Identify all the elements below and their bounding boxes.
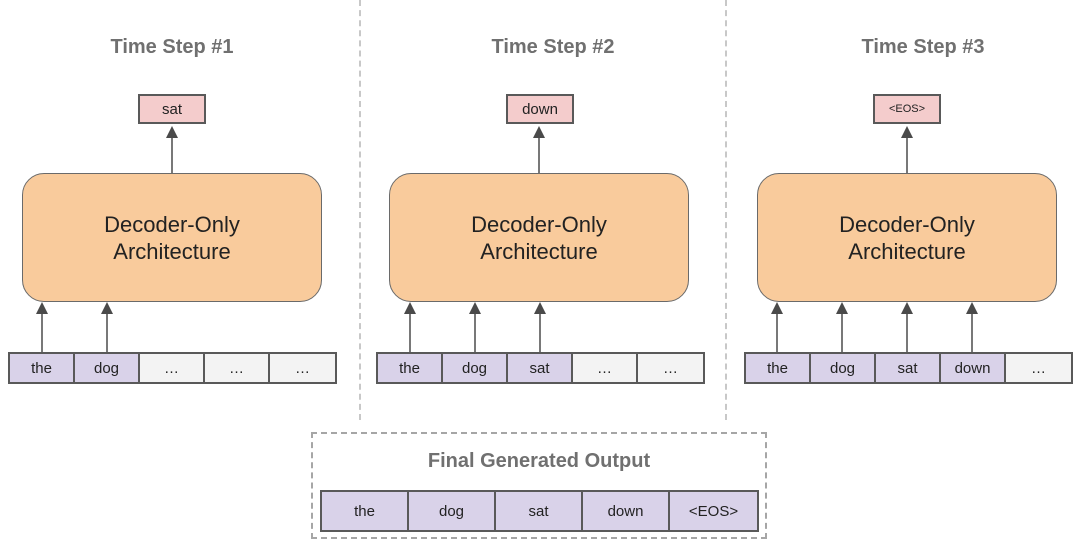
time-step-2: Time Step #2 down Decoder-Only Architect… [367, 0, 727, 400]
final-output-box: Final Generated Output the dog sat down … [311, 432, 767, 539]
input-token: dog [443, 354, 508, 382]
input-token: … [1006, 354, 1071, 382]
decoder-label-line-1: Decoder-Only [471, 211, 607, 237]
final-token: the [322, 492, 409, 530]
decoder-block: Decoder-Only Architecture [389, 173, 689, 302]
final-token: sat [496, 492, 583, 530]
input-token: … [140, 354, 205, 382]
time-step-1: Time Step #1 sat Decoder-Only Architectu… [0, 0, 360, 400]
input-token-row: the dog sat … … [376, 352, 705, 384]
input-token: … [573, 354, 638, 382]
input-token: sat [876, 354, 941, 382]
input-token: the [10, 354, 75, 382]
output-token: sat [138, 94, 206, 124]
decoder-label-line-2: Architecture [848, 238, 966, 264]
input-token: dog [75, 354, 140, 382]
output-token: <EOS> [873, 94, 941, 124]
decoder-label-line-2: Architecture [113, 238, 231, 264]
input-token-row: the dog … … … [8, 352, 337, 384]
input-token: … [270, 354, 335, 382]
step-title: Time Step #3 [861, 36, 985, 58]
final-token: <EOS> [670, 492, 757, 530]
decoder-block: Decoder-Only Architecture [22, 173, 322, 302]
step-divider [359, 0, 361, 420]
input-token: … [205, 354, 270, 382]
time-step-3: Time Step #3 <EOS> Decoder-Only Architec… [735, 0, 1080, 400]
step-divider [725, 0, 727, 420]
final-token-row: the dog sat down <EOS> [320, 490, 759, 532]
final-output-title: Final Generated Output [427, 450, 651, 472]
input-token: the [746, 354, 811, 382]
decoder-label-line-2: Architecture [480, 238, 598, 264]
input-token: sat [508, 354, 573, 382]
input-token: down [941, 354, 1006, 382]
decoder-block: Decoder-Only Architecture [757, 173, 1057, 302]
input-token-row: the dog sat down … [744, 352, 1073, 384]
input-token: the [378, 354, 443, 382]
step-title: Time Step #1 [110, 36, 234, 58]
input-token: … [638, 354, 703, 382]
final-token: down [583, 492, 670, 530]
input-token: dog [811, 354, 876, 382]
decoder-label-line-1: Decoder-Only [104, 211, 240, 237]
output-token: down [506, 94, 574, 124]
decoder-label-line-1: Decoder-Only [839, 211, 975, 237]
final-token: dog [409, 492, 496, 530]
step-title: Time Step #2 [491, 36, 615, 58]
